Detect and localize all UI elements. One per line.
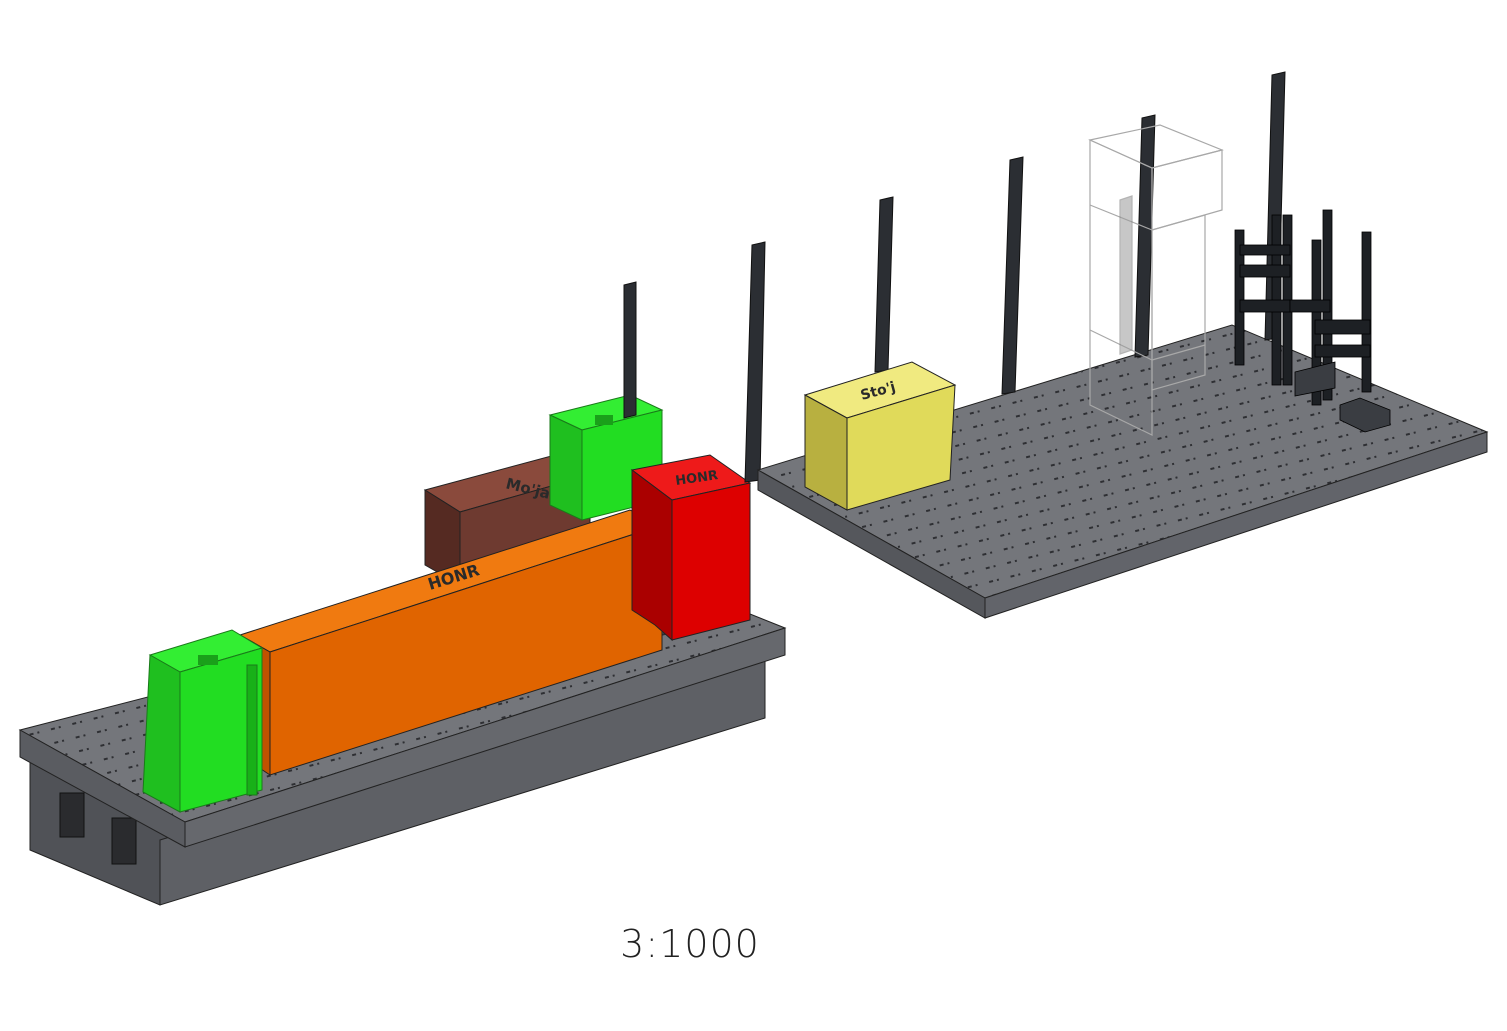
post-2 — [744, 241, 766, 483]
mounting-frames — [1234, 209, 1391, 433]
post-1 — [623, 281, 637, 419]
pedestal-window-2 — [111, 817, 137, 865]
transparent-enclosure — [1088, 124, 1224, 436]
yellow-block: Sto'j — [803, 361, 957, 511]
right-table-edge-side — [984, 431, 1488, 619]
pedestal-window-1 — [59, 792, 85, 838]
post-5 — [1134, 114, 1156, 358]
frame-upright-5 — [1361, 231, 1372, 393]
post-4 — [1001, 156, 1024, 395]
scale-label: 3:1000 — [620, 922, 760, 966]
post-3 — [874, 196, 894, 373]
red-block-label: HONR — [674, 468, 718, 489]
red-block: HONR — [630, 454, 752, 642]
frame-upright-1 — [1234, 229, 1245, 366]
left-table-edge-side — [184, 627, 786, 848]
frame-base-block — [1339, 397, 1391, 433]
green-clamp-front — [142, 629, 264, 813]
